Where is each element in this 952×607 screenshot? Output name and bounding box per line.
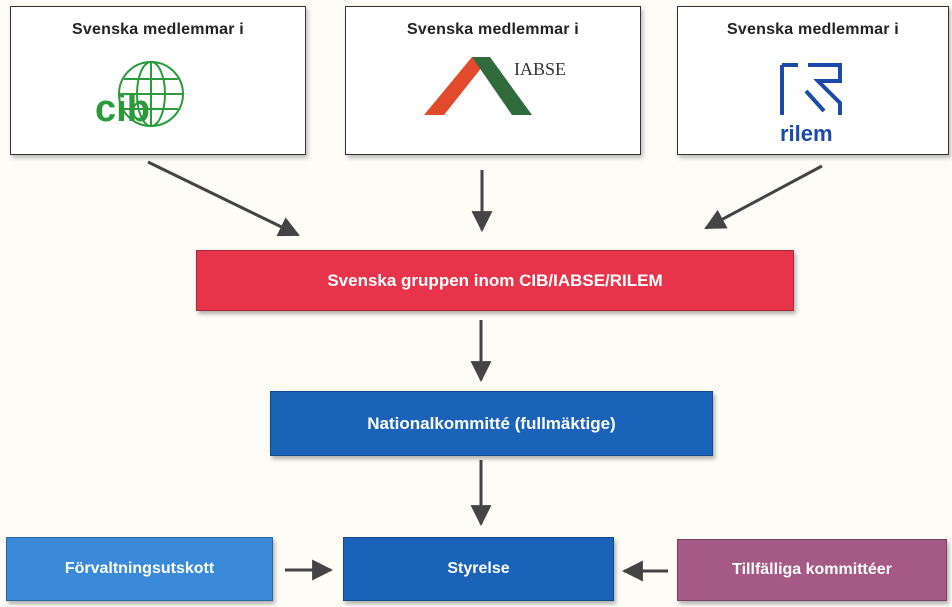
arrow-rilem-to-group	[704, 164, 823, 230]
cib-globe-logo: cib	[95, 61, 184, 129]
node-swedish-group: Svenska gruppen inom CIB/IABSE/RILEM	[196, 250, 794, 311]
node-board: Styrelse	[343, 537, 614, 601]
member-caption: Svenska medlemmar i	[72, 21, 244, 38]
node-temporary-committees: Tillfälliga kommittéer	[677, 539, 947, 601]
iabse-roof-logo: IABSE	[424, 57, 566, 115]
member-box-cib: Svenska medlemmar i cib	[10, 6, 306, 155]
cib-logo-text: cib	[95, 88, 150, 129]
rilem-logo: rilem	[780, 63, 842, 145]
member-caption: Svenska medlemmar i	[407, 21, 579, 38]
member-caption: Svenska medlemmar i	[727, 21, 899, 38]
iabse-logo-text: IABSE	[514, 59, 566, 79]
member-box-rilem: Svenska medlemmar i rilem	[677, 6, 949, 155]
node-executive-committee: Förvaltningsutskott	[6, 537, 273, 601]
node-national-committee: Nationalkommitté (fullmäktige)	[270, 391, 713, 456]
arrow-cib-to-group	[147, 160, 300, 237]
rilem-logo-text: rilem	[780, 121, 833, 145]
member-box-iabse: Svenska medlemmar i IABSE	[345, 6, 641, 155]
